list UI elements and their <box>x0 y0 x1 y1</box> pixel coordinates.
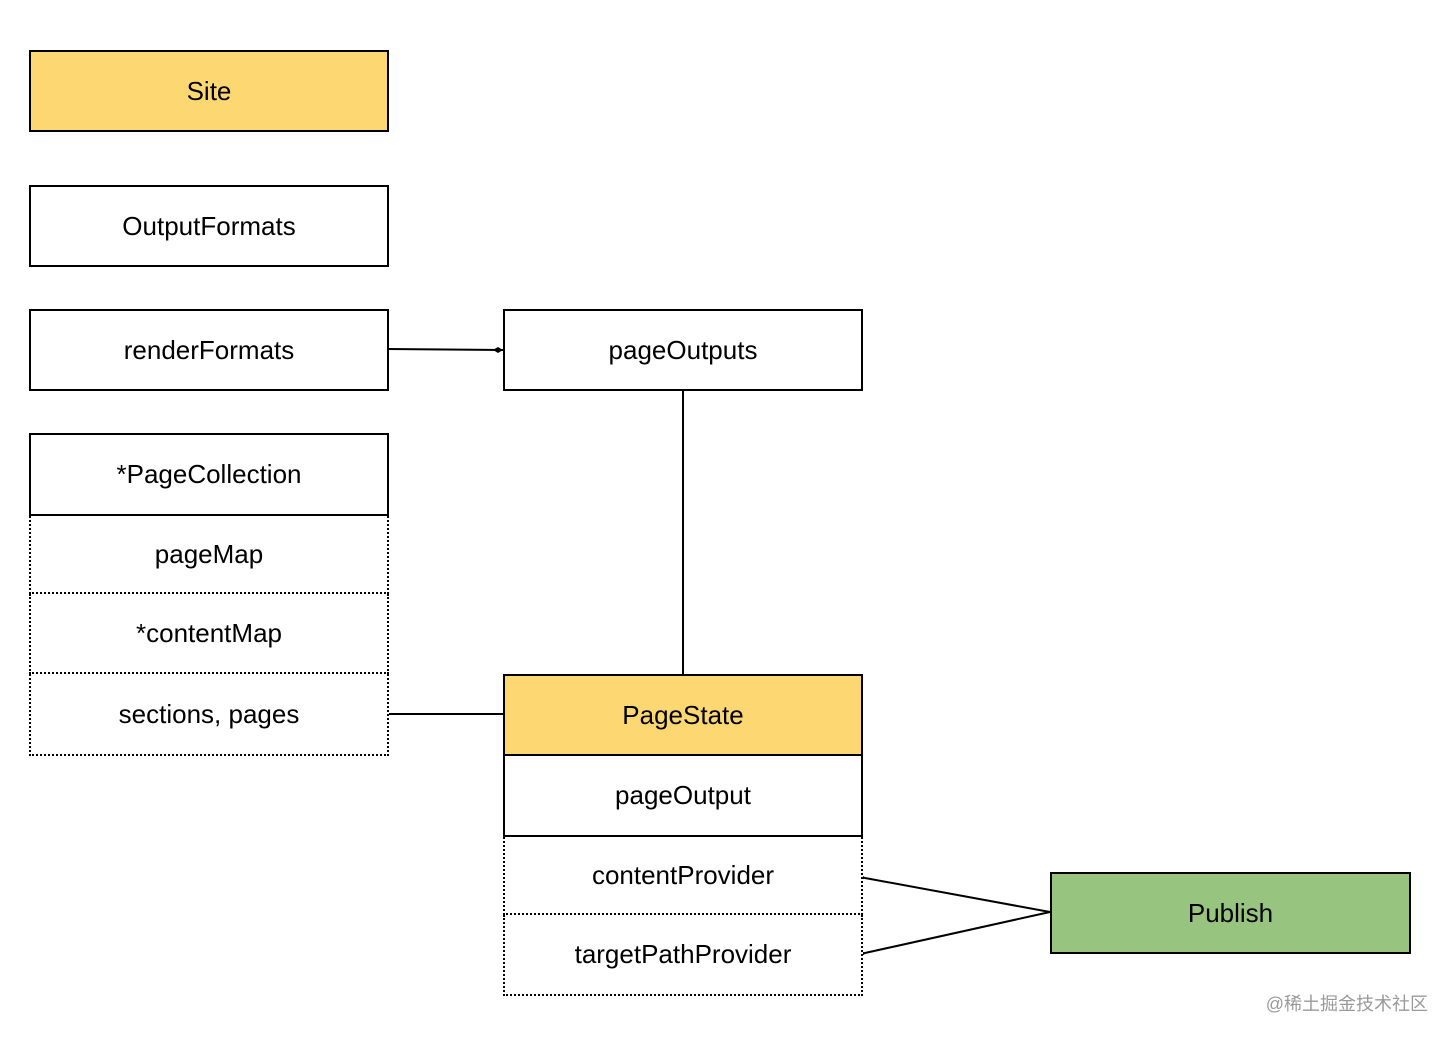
contentmap-field: *contentMap <box>29 594 389 674</box>
renderformats-to-pageoutputs-connector <box>387 346 504 353</box>
pageoutput-label: pageOutput <box>615 780 751 810</box>
sections-pages-label: sections, pages <box>118 698 300 729</box>
sections-pages-field: sections, pages <box>29 674 389 756</box>
publish-to-targetpathprovider-arrow <box>865 911 1051 953</box>
contentprovider-field: contentProvider <box>503 837 863 915</box>
pagecollection-label: *PageCollection <box>116 459 302 489</box>
pagestate-label: PageState <box>622 699 744 730</box>
publish-to-contentprovider-arrow <box>865 878 1051 913</box>
outputformats-label: OutputFormats <box>122 210 296 241</box>
renderformats-box: renderFormats <box>29 309 389 391</box>
site-label: Site <box>186 75 232 106</box>
contentprovider-label: contentProvider <box>591 859 775 890</box>
outputformats-box: OutputFormats <box>29 185 389 267</box>
pagestate-box: PageState <box>503 674 863 756</box>
pageoutput-field: pageOutput <box>503 756 863 837</box>
targetpathprovider-label: targetPathProvider <box>574 939 792 969</box>
pagecollection-box: *PageCollection <box>29 433 389 516</box>
targetpathprovider-field: targetPathProvider <box>503 915 863 996</box>
publish-box: Publish <box>1050 872 1411 954</box>
site-box: Site <box>29 50 389 132</box>
pagemap-field: pageMap <box>29 516 389 594</box>
pageoutputs-box: pageOutputs <box>503 309 863 391</box>
contentmap-label: *contentMap <box>136 617 282 648</box>
pagemap-label: pageMap <box>154 538 264 569</box>
publish-label: Publish <box>1187 897 1274 928</box>
renderformats-label: renderFormats <box>123 334 295 365</box>
pageoutputs-label: pageOutputs <box>608 334 758 365</box>
watermark: @稀土掘金技术社区 <box>1265 994 1428 1014</box>
